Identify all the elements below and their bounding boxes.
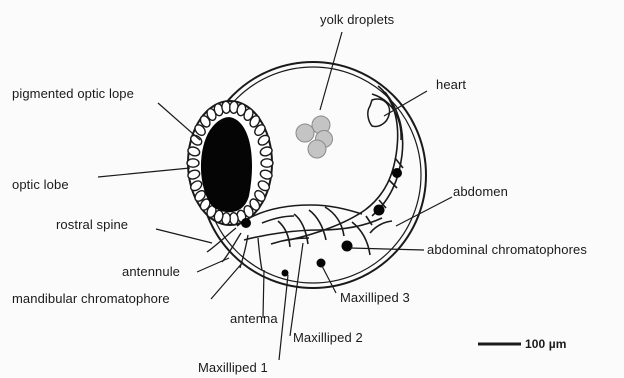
eye-shape: [187, 101, 273, 225]
ommatidium: [261, 159, 273, 167]
label-abdomen: abdomen: [453, 185, 508, 199]
label-abdominal-chromatophores: abdominal chromatophores: [427, 243, 587, 257]
label-rostral-spine: rostral spine: [56, 218, 128, 232]
ommatidium: [187, 159, 199, 167]
label-maxilliped-2: Maxilliped 2: [293, 331, 363, 345]
label-heart: heart: [436, 78, 466, 92]
label-pigmented-optic-lope: pigmented optic lope: [12, 87, 134, 101]
label-yolk-droplets: yolk droplets: [320, 13, 394, 27]
label-antenna: antenna: [230, 312, 278, 326]
label-maxilliped-1: Maxilliped 1: [198, 361, 268, 375]
scale-bar-label: 100 µm: [525, 337, 567, 351]
yolk-droplets-shape: [296, 116, 333, 158]
label-optic-lobe: optic lobe: [12, 178, 69, 192]
label-maxilliped-3: Maxilliped 3: [340, 291, 410, 305]
label-antennule: antennule: [122, 265, 180, 279]
label-mandibular-chromatophore: mandibular chromatophore: [12, 292, 170, 306]
